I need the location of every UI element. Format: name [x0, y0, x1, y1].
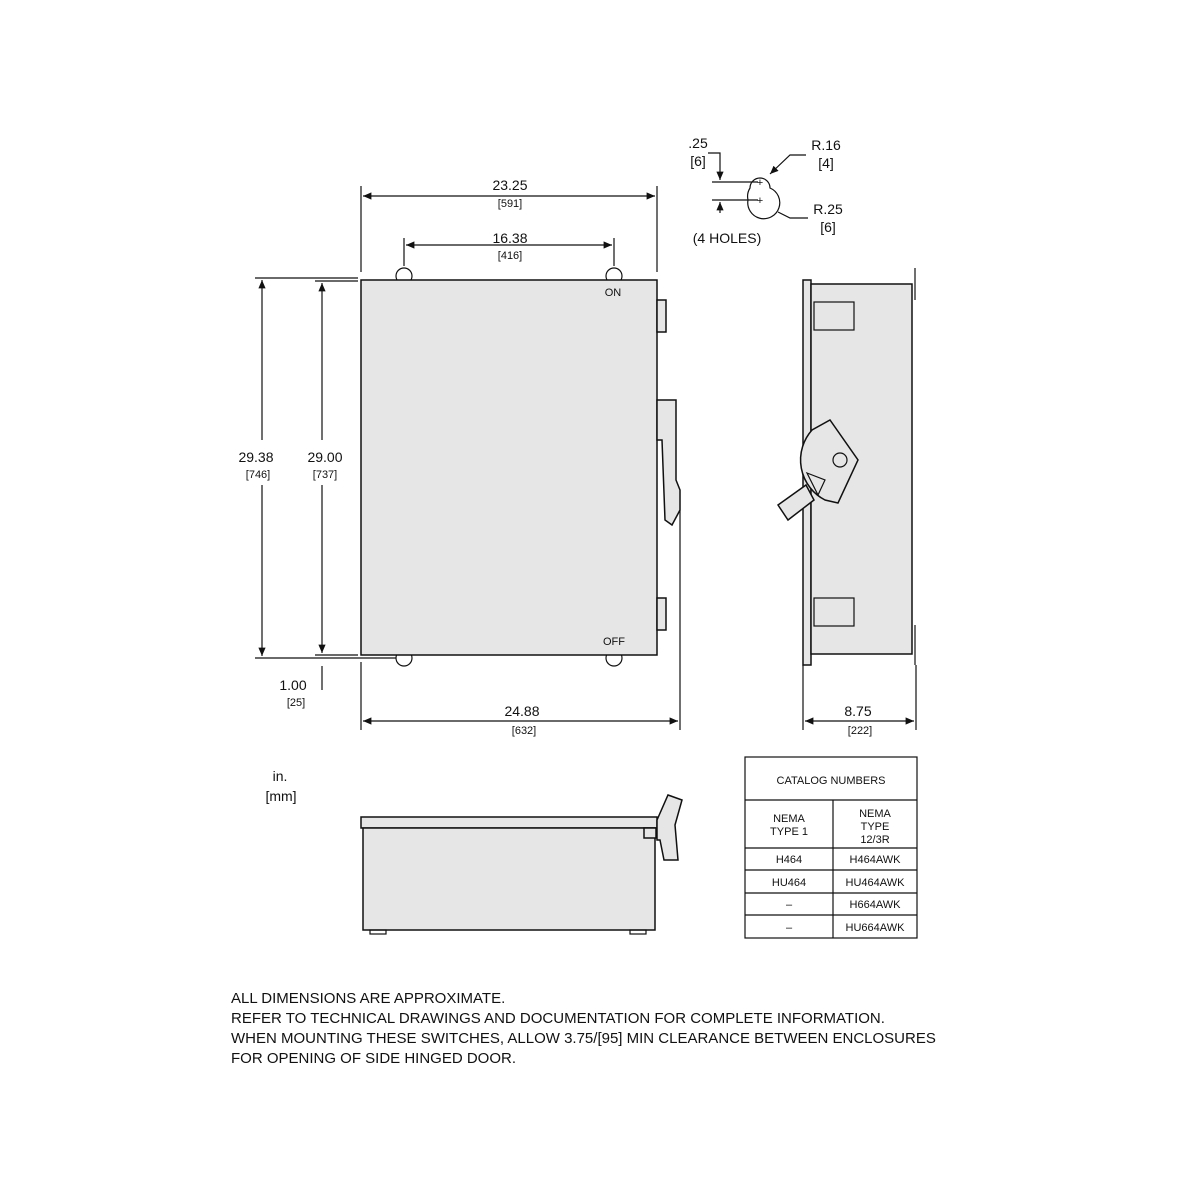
hinge-bracket: [813, 597, 855, 627]
keyhole-offset-mm: [6]: [690, 153, 706, 169]
on-label: ON: [605, 287, 622, 299]
col1-header: TYPE 1: [770, 826, 808, 838]
front-view: ON OFF 23.25 [591] 16.38 [416] 29.38 [74…: [238, 177, 681, 737]
width-with-handle-mm: [632]: [512, 725, 536, 737]
mount-spacing: 16.38: [492, 230, 527, 246]
depth-mm: [222]: [848, 725, 872, 737]
tab-dimension-mm: [25]: [287, 697, 305, 709]
depth: 8.75: [844, 703, 871, 719]
operating-handle: [656, 794, 683, 861]
body-height: 29.00: [307, 449, 342, 465]
side-view: 8.75 [222]: [776, 268, 917, 737]
col1-header: NEMA: [773, 813, 805, 825]
table-cell: H464AWK: [850, 854, 902, 866]
hinge-bracket: [813, 301, 855, 331]
col2-header: TYPE: [861, 821, 890, 833]
table-cell: HU464AWK: [846, 877, 906, 889]
keyhole-shape: [747, 177, 781, 220]
small-radius: R.16: [811, 137, 841, 153]
table-cell: –: [786, 899, 793, 911]
operating-handle: [776, 483, 815, 522]
note-line: FOR OPENING OF SIDE HINGED DOOR.: [231, 1050, 516, 1067]
small-radius-mm: [4]: [818, 155, 834, 171]
keyhole-offset: .25: [688, 135, 708, 151]
enclosure-front: [360, 279, 658, 656]
table-cell: HU464: [772, 877, 806, 889]
col2-header: NEMA: [859, 808, 891, 820]
units-mm: [mm]: [265, 788, 296, 804]
operating-handle: [656, 399, 681, 527]
holes-note: (4 HOLES): [693, 230, 761, 246]
enclosure-bottom: [362, 827, 656, 931]
tab-dimension: 1.00: [279, 677, 306, 693]
hinge: [656, 299, 667, 333]
off-label: OFF: [603, 636, 625, 648]
body-height-mm: [737]: [313, 469, 337, 481]
overall-width: 23.25: [492, 177, 527, 193]
notes: ALL DIMENSIONS ARE APPROXIMATE. REFER TO…: [231, 990, 936, 1067]
large-radius-mm: [6]: [820, 219, 836, 235]
table-cell: H664AWK: [850, 899, 902, 911]
table-cell: –: [786, 922, 793, 934]
keyhole-detail: + + .25 [6] R.16 [4] R.25 [6] (4 HOLES): [688, 135, 843, 246]
hinge: [656, 597, 667, 631]
table-title: CATALOG NUMBERS: [777, 775, 886, 787]
bottom-view: [360, 794, 683, 935]
col2-header: 12/3R: [860, 834, 889, 846]
note-line: WHEN MOUNTING THESE SWITCHES, ALLOW 3.75…: [231, 1030, 936, 1047]
overall-height-mm: [746]: [246, 469, 270, 481]
center-mark: +: [757, 195, 763, 207]
width-with-handle: 24.88: [504, 703, 539, 719]
handle-mechanism: [799, 419, 859, 504]
arrow-indicator: [805, 471, 826, 497]
catalog-table: CATALOG NUMBERS NEMA TYPE 1 NEMA TYPE 12…: [744, 756, 918, 939]
overall-height: 29.38: [238, 449, 273, 465]
mount-spacing-mm: [416]: [498, 250, 522, 262]
overall-width-mm: [591]: [498, 198, 522, 210]
note-line: ALL DIMENSIONS ARE APPROXIMATE.: [231, 990, 505, 1007]
note-line: REFER TO TECHNICAL DRAWINGS AND DOCUMENT…: [231, 1010, 885, 1027]
door-lid: [360, 816, 658, 829]
large-radius: R.25: [813, 201, 843, 217]
center-mark: +: [757, 177, 763, 189]
table-cell: HU664AWK: [846, 922, 906, 934]
units-inch: in.: [273, 768, 288, 784]
table-cell: H464: [776, 854, 802, 866]
